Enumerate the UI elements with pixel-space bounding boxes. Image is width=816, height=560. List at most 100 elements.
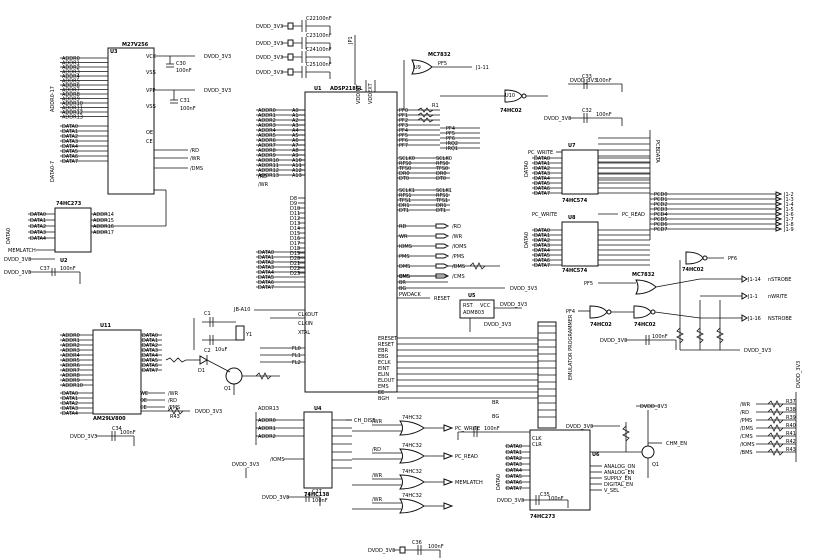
u2-part: 74HC273 [56, 201, 82, 207]
lpt-pin-16: J1-16 [747, 316, 761, 322]
u1-data-pin-0: D8 [290, 196, 297, 202]
u3-data-net-3: DATA3 [62, 139, 78, 145]
u3-addr-net-13: ADDR13 [62, 115, 83, 121]
u1-sp0-net-3: DR0 [436, 171, 447, 177]
or-gate-part-1: 74HC32 [402, 443, 422, 449]
u1-sp1-net-2: TFS1 [435, 198, 448, 204]
u11-dq-6: DATA6 [142, 363, 158, 369]
u6-out-3: DIGITAL_EN [604, 482, 633, 488]
u11-body [92, 329, 142, 415]
u11-addr-6: ADDR6 [62, 363, 80, 369]
or-gate-3 [399, 498, 425, 514]
cap-row-4: DVDD_3V3 C25 100nF [256, 62, 332, 79]
u3-cap-val-2: 100nF [180, 106, 196, 112]
u1-address-pins: ADDR0ADDR1ADDR2ADDR3ADDR4ADDR5ADDR6ADDR7… [256, 108, 305, 179]
u1-sp0-pin-1: RFS0 [399, 161, 412, 167]
u6-in-0: DATA0 [506, 444, 522, 450]
u11-cap-val: 100nF [120, 430, 136, 436]
supply-label-4: DVDD_3V3 [256, 70, 283, 76]
u1-bms-net-2: /WR [258, 182, 269, 188]
u6-cap-val-2: 100nF [548, 496, 564, 502]
u3-addr-net-1: ADDR1 [62, 61, 80, 67]
u1-data-net-0: DATA0 [258, 250, 274, 256]
u3-supply: DVDD_3V3 [204, 54, 231, 60]
ladder-net-1: /RD [740, 410, 749, 416]
or-gates: 74HC32/WRPC_WRITE74HC32/RDPC_READ74HC32/… [352, 415, 483, 514]
u1-sp0-net-0: SCLK0 [436, 156, 452, 162]
u1-strobe-net-1: /WR [452, 234, 463, 240]
u3-oe: OE [146, 130, 153, 136]
u1-data-pin-14: D22 [290, 266, 300, 272]
u1-strobe-net-3: /PMS [452, 254, 464, 260]
u1-serial-pins: SCLK0RFS0TFS0DR0DT0SCLK1RFS1TFS1DR1DT1SC… [397, 156, 452, 214]
u11-addr-7: ADDR7 [62, 368, 80, 374]
u4-ioms: /IOMS [270, 457, 285, 463]
u1-part: ADSP2186L [330, 86, 363, 92]
u1-addr-net-8: ADDR8 [258, 148, 276, 154]
lpt-net-4: PCD4 [654, 212, 668, 218]
u1-addr-net-3: ADDR3 [258, 123, 276, 129]
u7-pins-in-3: DATA3 [534, 171, 550, 177]
lpt-pin-2: J1-4 [783, 202, 794, 208]
u7-pins-in-4: DATA4 [534, 176, 550, 182]
u4-in-0: ADDR0 [258, 418, 276, 424]
u7-cap-ref: C32 [582, 108, 592, 114]
u1-sp1-net-3: DR1 [436, 203, 447, 209]
u1-addr-net-7: ADDR7 [258, 143, 276, 149]
u6-cap-val: 100nF [484, 426, 500, 432]
u1-sp0-pin-0: SCLK0 [399, 156, 415, 162]
u11-flash: U11 AM29LV800 ADDR0ADDR1ADDR2ADDR3ADDR4A… [60, 323, 222, 446]
bottom-cap-ref: C36 [412, 540, 422, 546]
u11-pin-we: WE [140, 391, 148, 397]
u4-cap-ref: C27 [312, 489, 322, 495]
u9-u10-gates: MC7832 U9 PF5 J1-11 U10 74HC02 74HC02 PF… [403, 52, 771, 354]
lpt-pin-4: J1-6 [783, 212, 794, 218]
jumper-label: JP1 [348, 36, 354, 45]
u1-bdma-pin-10: BGH [378, 396, 389, 402]
bd-supply: DVDD_3V3 [510, 286, 537, 292]
u3-addr-net-0: ADDR0 [62, 56, 80, 62]
u2-in-4: DATA4 [30, 236, 46, 242]
u1-body [304, 91, 398, 393]
u1-bdma-pin-2: EBR [378, 348, 389, 354]
ladder-net-6: /BMS [740, 450, 753, 456]
u3-net-rd: /RD [190, 148, 199, 154]
u11-supply: DVDD_3V3 [195, 409, 222, 415]
u9-ref: U9 [414, 65, 421, 71]
decoupling-caps-top: DVDD_3V3 C22 100nF DVDD_3V3 C23 100nF DV… [256, 16, 356, 85]
u5-ref: U5 [468, 293, 476, 299]
u1-addr-net-13: ADDR13 [258, 173, 279, 179]
u3-addr-net-5: ADDR5 [62, 79, 80, 85]
u10-part-2: 74HC02 [682, 267, 704, 273]
u1-sp0-net-1: RFS0 [436, 161, 449, 167]
u8-pins-in-1: DATA1 [534, 233, 550, 239]
u1-pf-pin-2: PF2 [399, 118, 408, 124]
u10-supply: DVDD_3V3 [600, 338, 627, 344]
u2-out-1: ADDR15 [93, 218, 114, 224]
u1-data-pin-1: D9 [290, 201, 297, 207]
u1-pwdack: PWDACK [399, 292, 422, 298]
u10-part-3: 74HC02 [590, 322, 612, 328]
u8-clk-net: PC_WRITE [532, 212, 557, 218]
u5-pin-vcc: VCC [480, 303, 491, 309]
u6-in-3: DATA3 [506, 462, 522, 468]
u7-part: 74HC574 [562, 198, 588, 204]
u1-pf-net-1: PF5 [446, 131, 455, 137]
xtal-cap-2: C2 [204, 348, 211, 354]
u8-pins: DATA0DATA1DATA2DATA3DATA4DATA5DATA6DATA7… [532, 151, 650, 269]
u1-addr-net-12: ADDR12 [258, 168, 279, 174]
u4-in-1: ADDR1 [258, 426, 276, 432]
u2-bus-label: DATA0 [6, 228, 12, 244]
u1-addr-pin-9: A9 [292, 153, 299, 159]
xtal-label: JB-A10 [233, 307, 250, 313]
u11-data-0: DATA0 [62, 391, 78, 397]
ladder-ref-0: R37 [786, 399, 796, 405]
lpt-pin-1: J1-1 [747, 294, 758, 300]
u3-addr-net-3: ADDR3 [62, 70, 80, 76]
xtal-clkin: CLKIN [298, 321, 313, 327]
lpt-pin-nstrobe2-net: NSTROBE [768, 316, 792, 322]
u7-latch: U7 74HC574 PC_WRITE DATA0 DATA0DATA1DATA… [524, 143, 650, 204]
u1-addr-pin-0: A0 [292, 108, 299, 114]
u9-net-pf5: PF5 [584, 281, 593, 287]
u1-strobe-net-4: /DMS [452, 264, 465, 270]
